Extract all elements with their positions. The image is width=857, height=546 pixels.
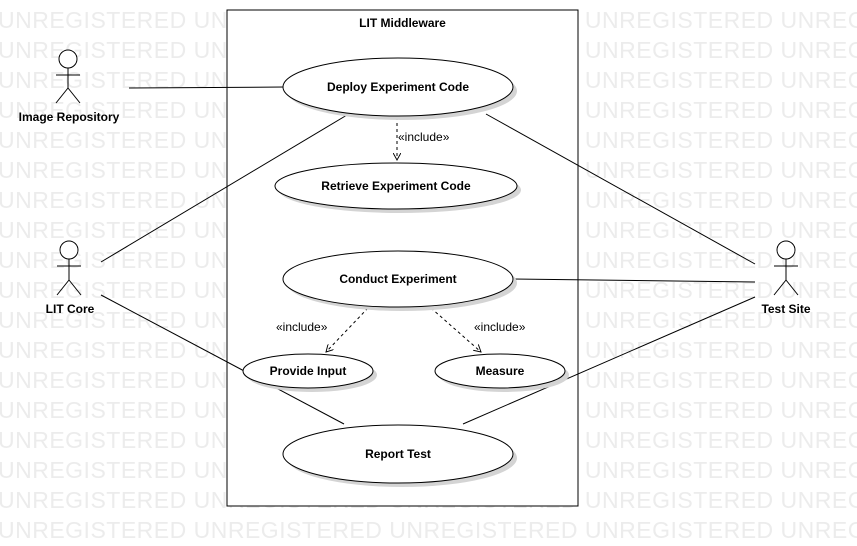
- actor-test-site[interactable]: Test Site: [761, 240, 811, 316]
- dependency-conduct-provide-input[interactable]: [326, 307, 369, 352]
- actor-image-repository[interactable]: Image Repository: [19, 49, 120, 124]
- include-label: «include»: [398, 130, 450, 144]
- use-case-ellipse[interactable]: [282, 424, 514, 484]
- dependency-conduct-measure[interactable]: [430, 307, 481, 352]
- use-case-conduct[interactable]: Conduct Experiment: [282, 250, 517, 311]
- association-test-site-report[interactable]: [462, 296, 756, 425]
- actor-head: [59, 240, 79, 260]
- use-case-provide-input[interactable]: Provide Input: [242, 353, 377, 392]
- use-case-label: Provide Input: [270, 364, 347, 378]
- actor-head: [776, 240, 796, 260]
- association-lit-core-deploy[interactable]: [100, 114, 348, 263]
- use-case-label: Deploy Experiment Code: [327, 80, 469, 94]
- actor-right-leg: [68, 279, 82, 296]
- include-label: «include»: [276, 320, 328, 334]
- use-case-label: Retrieve Experiment Code: [321, 179, 471, 193]
- use-case-report[interactable]: Report Test: [282, 424, 517, 487]
- actor-right-leg: [67, 87, 81, 104]
- actor-lit-core[interactable]: LIT Core: [46, 240, 95, 316]
- include-dependencies: «include» «include» «include»: [276, 117, 526, 352]
- actor-head: [58, 49, 78, 69]
- use-case-ellipse[interactable]: [242, 353, 374, 389]
- use-case-ellipse[interactable]: [282, 250, 514, 308]
- use-case-label: Conduct Experiment: [339, 272, 456, 286]
- use-case-ellipse[interactable]: [434, 353, 566, 389]
- actor-label: LIT Core: [46, 302, 95, 316]
- association-image-repository-deploy[interactable]: [128, 86, 286, 89]
- system-title: LIT Middleware: [359, 16, 446, 30]
- use-case-label: Report Test: [365, 447, 431, 461]
- actor-right-leg: [785, 279, 799, 296]
- actor-left-leg: [773, 279, 787, 296]
- association-lit-core-report[interactable]: [100, 294, 345, 425]
- use-case-measure[interactable]: Measure: [434, 353, 569, 392]
- actor-label: Test Site: [761, 302, 810, 316]
- association-test-site-deploy[interactable]: [485, 113, 756, 265]
- include-label: «include»: [474, 320, 526, 334]
- use-case-ellipse[interactable]: [282, 57, 514, 117]
- use-case-retrieve[interactable]: Retrieve Experiment Code: [274, 162, 521, 213]
- use-case-ellipse[interactable]: [274, 162, 518, 210]
- actor-left-leg: [55, 87, 69, 104]
- use-case-label: Measure: [476, 364, 525, 378]
- associations: [100, 86, 756, 425]
- association-test-site-conduct[interactable]: [512, 278, 756, 283]
- watermark-line: UNREGISTERED UNREGISTERED UNREGISTERED U…: [0, 517, 857, 543]
- actor-left-leg: [56, 279, 70, 296]
- use-case-deploy[interactable]: Deploy Experiment Code: [282, 57, 517, 120]
- actor-label: Image Repository: [19, 110, 120, 124]
